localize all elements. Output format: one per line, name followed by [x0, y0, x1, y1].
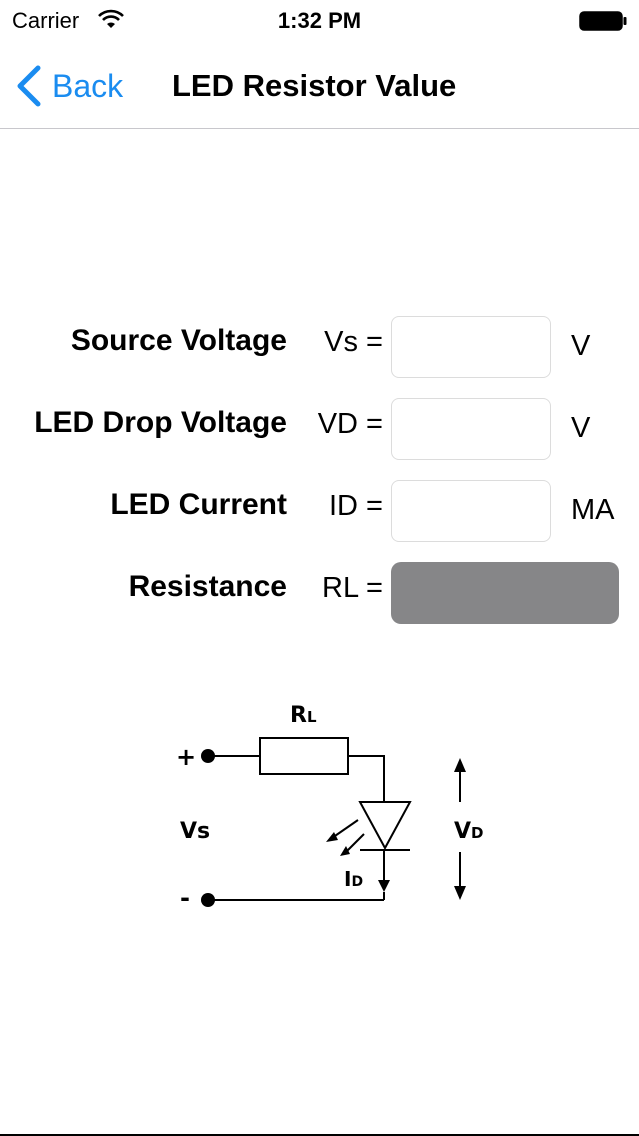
led-drop-voltage-label: LED Drop Voltage: [34, 406, 287, 439]
resistance-row: Resistance RL =: [0, 562, 639, 626]
plus-label: +: [176, 743, 196, 771]
led-symbol: [358, 801, 412, 851]
back-button[interactable]: Back: [14, 64, 123, 108]
status-time: 1:32 PM: [277, 8, 362, 33]
minus-label: -: [180, 884, 190, 912]
led-current-input[interactable]: [391, 480, 551, 542]
led-current-row: LED Current ID = MA: [0, 480, 639, 544]
resistance-symbol: RL =: [322, 572, 383, 604]
led-current-unit: MA: [571, 494, 615, 526]
source-voltage-unit: V: [571, 330, 591, 362]
resistance-label: Resistance: [128, 570, 287, 603]
resistor-symbol: [259, 737, 349, 775]
vs-label: Vs: [180, 819, 210, 844]
source-voltage-symbol: Vs =: [324, 326, 383, 358]
resistance-result: [391, 562, 619, 624]
led-current-symbol: ID =: [329, 490, 383, 522]
vd-label: VD: [454, 819, 483, 844]
chevron-left-icon: [17, 65, 41, 107]
status-bar: Carrier 1:32 PM: [0, 0, 639, 40]
led-drop-voltage-unit: V: [571, 412, 591, 444]
led-drop-voltage-row: LED Drop Voltage VD = V: [0, 398, 639, 462]
back-label: Back: [52, 67, 124, 104]
led-drop-voltage-input[interactable]: [391, 398, 551, 460]
page-title: LED Resistor Value: [172, 68, 457, 103]
wifi-icon: [98, 9, 124, 28]
navigation-bar: Back LED Resistor Value: [0, 40, 639, 129]
source-voltage-row: Source Voltage Vs = V: [0, 316, 639, 380]
source-voltage-input[interactable]: [391, 316, 551, 378]
battery-icon: [579, 11, 627, 31]
resistor-label: RL: [290, 703, 317, 728]
bottom-edge: [0, 1134, 639, 1136]
carrier-label: Carrier: [12, 8, 80, 33]
led-current-label: LED Current: [110, 488, 287, 521]
id-label: ID: [344, 867, 363, 891]
source-voltage-label: Source Voltage: [70, 324, 287, 357]
led-drop-voltage-symbol: VD =: [317, 408, 383, 440]
led-circuit-diagram: RL + - Vs VD ID: [176, 703, 483, 912]
